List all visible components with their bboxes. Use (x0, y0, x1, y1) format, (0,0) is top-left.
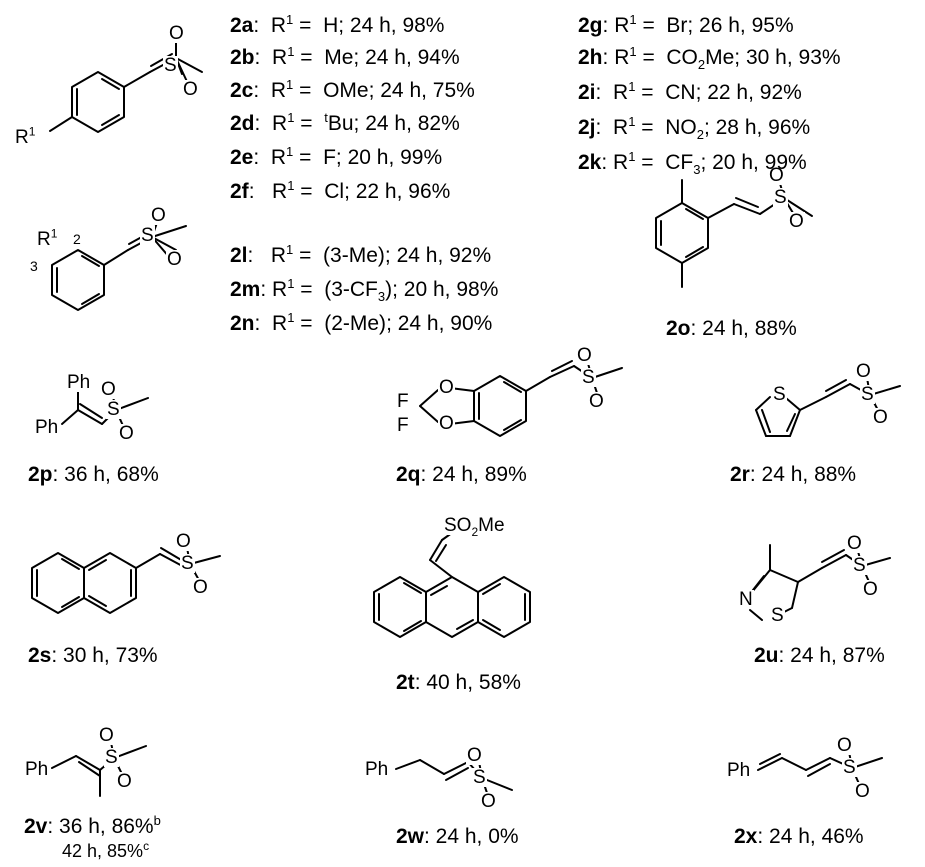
entry-2g: 2g: R1 = Br; 26 h, 95% (578, 12, 794, 37)
entry-2m: 2m: R1 = (3-CF3); 20 h, 98% (230, 276, 499, 305)
oxygen-atom: O (175, 531, 192, 552)
oxygen-atom: O (438, 413, 455, 434)
caption-2r: 2r: 24 h, 88% (730, 463, 857, 486)
oxygen-atom: O (150, 205, 167, 226)
oxygen-atom: O (836, 735, 853, 756)
fluorine-atom: F (396, 415, 410, 436)
phenyl-label: Ph (24, 759, 50, 780)
sulfur-atom: S (860, 384, 875, 405)
sulfur-atom: S (770, 605, 785, 626)
sulfur-atom: S (581, 367, 596, 388)
oxygen-atom: O (855, 361, 872, 382)
position-3-label: 3 (30, 258, 38, 274)
oxygen-atom: O (480, 791, 497, 812)
entry-2n: 2n: R1 = (2-Me); 24 h, 90% (230, 310, 493, 335)
entry-2j: 2j: R1 = NO2; 28 h, 96% (578, 114, 811, 143)
oxygen-atom: O (588, 391, 605, 412)
structure-2x (757, 745, 883, 787)
entry-2d: 2d: R1 = tBu; 24 h, 82% (230, 110, 460, 135)
r1-substituent-label: R1 (36, 226, 59, 250)
caption-2x: 2x: 24 h, 46% (734, 825, 864, 848)
oxygen-atom: O (166, 249, 183, 270)
sulfur-atom: S (852, 555, 867, 576)
structure-2o (655, 175, 813, 288)
phenyl-label: Ph (34, 417, 60, 438)
oxygen-atom: O (854, 781, 871, 802)
sulfur-atom: S (140, 225, 155, 246)
caption-2t: 2t: 40 h, 58% (396, 671, 521, 694)
oxygen-atom: O (466, 745, 483, 766)
phenyl-label: Ph (726, 760, 752, 781)
caption-2o: 2o: 24 h, 88% (666, 317, 797, 340)
sulfur-atom: S (163, 55, 178, 76)
r1-substituent-label: R1 (14, 124, 37, 148)
structure-2w (395, 755, 513, 797)
oxygen-atom: O (768, 165, 785, 186)
sulfur-atom: S (106, 399, 121, 420)
position-2-label: 2 (73, 231, 81, 247)
oxygen-atom: O (862, 579, 879, 600)
caption-2s: 2s: 30 h, 73% (28, 644, 158, 667)
sulfur-atom: S (180, 553, 195, 574)
entry-2k: 2k: R1 = CF3; 20 h, 99% (578, 149, 807, 178)
sulfur-atom: S (773, 187, 788, 208)
oxygen-atom: O (192, 577, 209, 598)
oxygen-atom: O (438, 377, 455, 398)
caption-2u: 2u: 24 h, 87% (754, 644, 885, 667)
structure-2t (373, 529, 531, 638)
oxygen-atom: O (872, 407, 889, 428)
oxygen-atom: O (118, 423, 135, 444)
caption-2v-line2: 42 h, 85%c (62, 839, 150, 861)
structure-2u (749, 543, 891, 621)
nitrogen-atom: N (738, 589, 754, 610)
entry-2c: 2c: R1 = OMe; 24 h, 75% (230, 77, 475, 102)
entry-2e: 2e: R1 = F; 20 h, 99% (230, 144, 443, 169)
sulfur-atom: S (772, 384, 787, 405)
caption-2w: 2w: 24 h, 0% (396, 825, 519, 848)
entry-2a: 2a: R1 = H; 24 h, 98% (230, 12, 445, 37)
oxygen-atom: O (116, 771, 133, 792)
phenyl-label: Ph (364, 759, 390, 780)
oxygen-atom: O (182, 79, 199, 100)
caption-2v: 2v: 36 h, 86%b (24, 813, 161, 838)
sulfur-atom: S (104, 747, 119, 768)
oxygen-atom: O (576, 345, 593, 366)
sulfur-atom: S (472, 767, 487, 788)
oxygen-atom: O (788, 211, 805, 232)
fluorine-atom: F (396, 391, 410, 412)
methylsulfonyl-label: SO2Me (443, 515, 506, 539)
phenyl-label: Ph (66, 372, 92, 393)
oxygen-atom: O (168, 23, 185, 44)
oxygen-atom: O (846, 533, 863, 554)
oxygen-atom: O (98, 725, 115, 746)
sulfur-atom: S (842, 757, 857, 778)
caption-2q: 2q: 24 h, 89% (396, 463, 527, 486)
entry-2i: 2i: R1 = CN; 22 h, 92% (578, 79, 802, 104)
entry-2h: 2h: R1 = CO2Me; 30 h, 93% (578, 44, 841, 73)
entry-2b: 2b: R1 = Me; 24 h, 94% (230, 44, 460, 69)
caption-2p: 2p: 36 h, 68% (28, 463, 159, 486)
entry-2f: 2f: R1 = Cl; 22 h, 96% (230, 178, 451, 203)
oxygen-atom: O (100, 379, 117, 400)
entry-2l: 2l: R1 = (3-Me); 24 h, 92% (230, 242, 492, 267)
